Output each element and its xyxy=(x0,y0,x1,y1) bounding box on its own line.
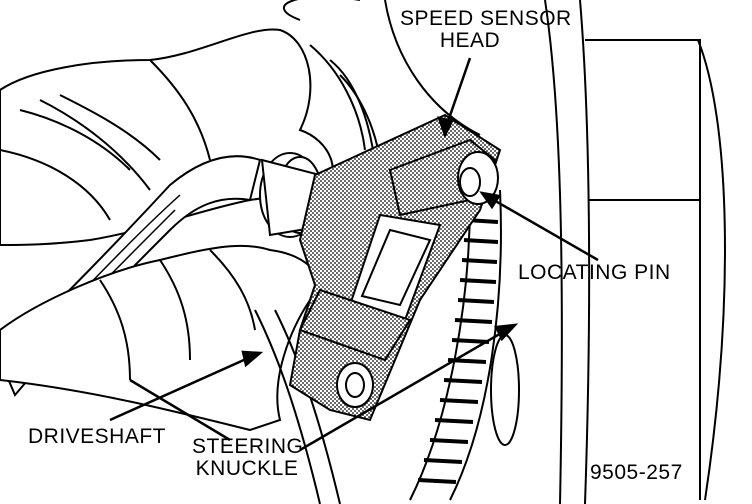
figure-number: 9505-257 xyxy=(590,461,683,484)
label-steering-knuckle: STEERING KNUCKLE xyxy=(192,435,304,480)
tone-ring xyxy=(409,189,502,501)
leader-lines xyxy=(109,57,599,452)
lower-hand xyxy=(0,244,319,432)
label-speed-sensor-head-line1: SPEED SENSOR xyxy=(400,7,572,30)
label-driveshaft: DRIVESHAFT xyxy=(28,425,167,448)
rotor xyxy=(490,0,726,504)
label-locating-pin: LOCATING PIN xyxy=(518,261,671,284)
label-steering-knuckle-line1: STEERING xyxy=(192,435,304,458)
label-speed-sensor-head-line2: HEAD xyxy=(439,29,501,52)
speed-sensor xyxy=(288,113,502,422)
label-steering-knuckle-line2: KNUCKLE xyxy=(195,457,299,480)
label-speed-sensor-head: SPEED SENSOR HEAD xyxy=(400,7,572,52)
